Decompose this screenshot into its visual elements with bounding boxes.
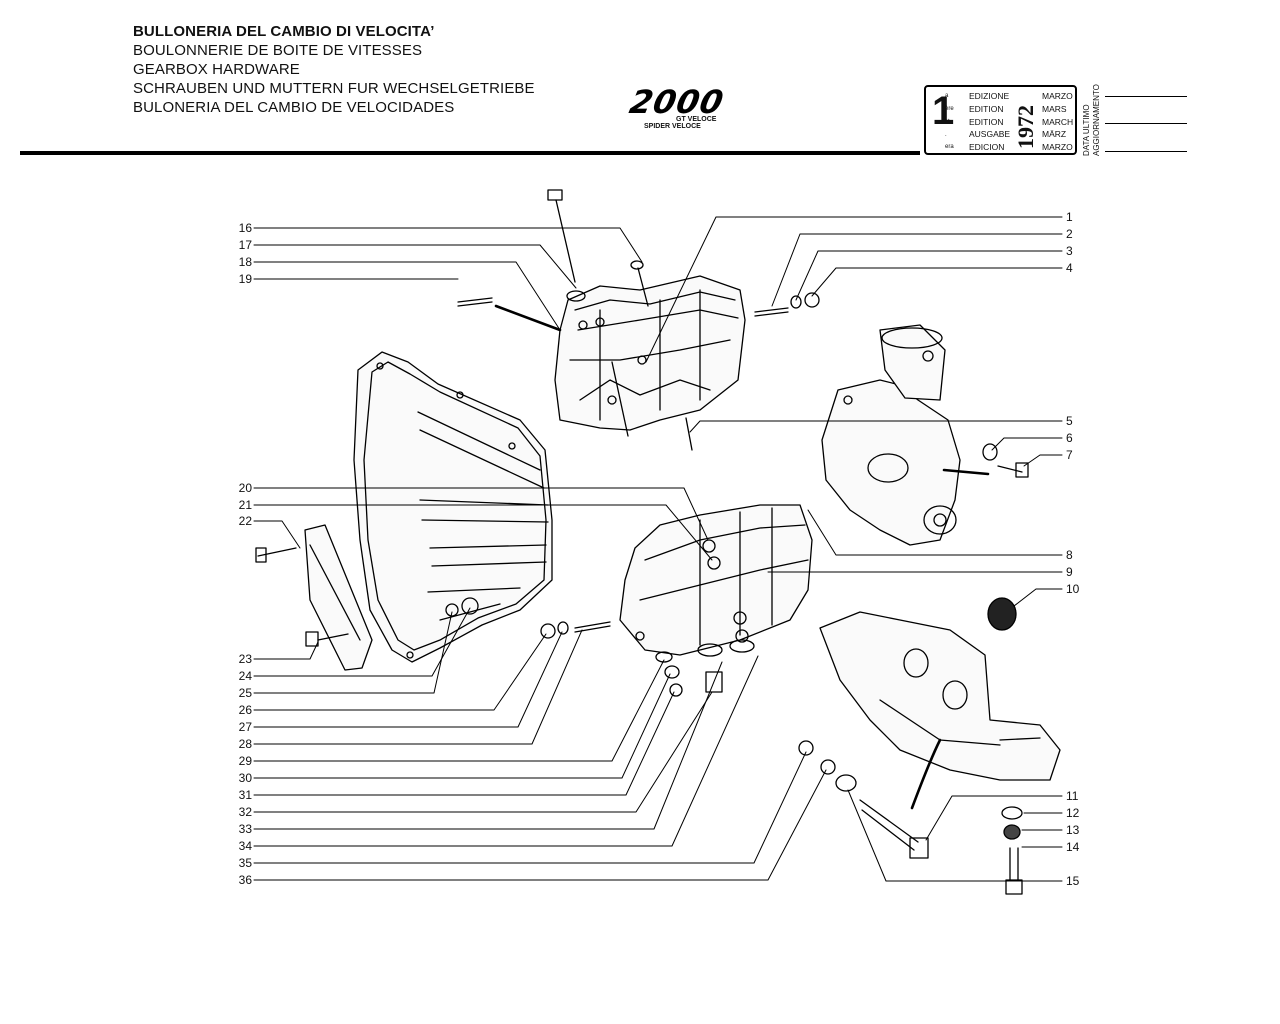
callout-number: 12: [1066, 806, 1080, 820]
callout-number: 16: [238, 221, 252, 235]
edition-word: AUSGABE: [969, 129, 1011, 139]
callout-number: 1: [1066, 210, 1073, 224]
title-english: GEARBOX HARDWARE: [133, 61, 300, 78]
callout-number: 8: [1066, 548, 1073, 562]
logo-line-spider-veloce: SPIDER VELOCE: [644, 123, 701, 130]
edition-month: MARS: [1042, 104, 1067, 114]
update-line: [1105, 151, 1187, 152]
callout-number: 17: [238, 238, 252, 252]
edition-word: EDITION: [969, 117, 1004, 127]
fasteners: [255, 189, 1029, 895]
callout-number: 14: [1066, 840, 1080, 854]
edition-suffix: st: [945, 119, 950, 125]
callout-number: 3: [1066, 244, 1073, 258]
callout-number: 15: [1066, 874, 1080, 888]
callout-number: 6: [1066, 431, 1073, 445]
edition-number: 1: [932, 89, 955, 133]
callout-number: 18: [238, 255, 252, 269]
edition-month: MARCH: [1042, 117, 1074, 127]
leader-lines: [253, 216, 1063, 882]
update-line: [1105, 123, 1187, 124]
callout-number: 31: [238, 788, 252, 802]
callout-number: 26: [238, 703, 252, 717]
callout-number: 33: [238, 822, 252, 836]
callout-number: 24: [238, 669, 252, 683]
callout-number: 20: [238, 481, 252, 495]
callout-number: 9: [1066, 565, 1073, 579]
callout-number: 22: [238, 514, 252, 528]
callout-number: 30: [238, 771, 252, 785]
clutch-housing: [353, 351, 553, 663]
callout-number: 25: [238, 686, 252, 700]
edition-word: EDITION: [969, 104, 1004, 114]
title-italian: BULLONERIA DEL CAMBIO DI VELOCITA’: [133, 23, 435, 40]
callout-number: 11: [1066, 789, 1079, 803]
callout-number: 28: [238, 737, 252, 751]
callout-number: 27: [238, 720, 252, 734]
title-french: BOULONNERIE DE BOITE DE VITESSES: [133, 42, 423, 59]
header-rule: [20, 151, 920, 155]
callout-number: 5: [1066, 414, 1073, 428]
gearbox-case: [619, 504, 813, 656]
title-spanish: BULONERIA DEL CAMBIO DE VELOCIDADES: [133, 99, 455, 116]
callout-number: 23: [238, 652, 252, 666]
callout-number: 19: [238, 272, 252, 286]
callout-number: 34: [238, 839, 252, 853]
page-titles: BULLONERIA DEL CAMBIO DI VELOCITA’ BOULO…: [133, 22, 535, 117]
edition-month: MARZO: [1042, 91, 1073, 101]
rear-extension-housing: [821, 324, 961, 546]
callout-number: 21: [238, 498, 252, 512]
callout-number: 7: [1066, 448, 1073, 462]
assembly-arrows: [494, 304, 990, 810]
edition-suffix: era: [945, 144, 954, 150]
callout-number: 36: [238, 873, 252, 887]
callout-number: 32: [238, 805, 252, 819]
edition-suffix: a: [945, 93, 949, 99]
edition-word: EDIZIONE: [969, 91, 1010, 101]
title-german: SCHRAUBEN UND MUTTERN FUR WECHSELGETRIEB…: [133, 80, 535, 97]
callout-number: 13: [1066, 823, 1080, 837]
logo-line-gt-veloce: GT VELOCE: [676, 116, 717, 123]
edition-box: 1 a ère st . era EDIZIONE EDITION EDITIO…: [924, 85, 1077, 155]
edition-month: MARZO: [1042, 142, 1073, 152]
edition-month: MÄRZ: [1042, 129, 1067, 139]
callout-number: 2: [1066, 227, 1073, 241]
update-line: [1105, 96, 1187, 97]
edition-suffix: .: [945, 132, 947, 138]
rear-mount-plate: [304, 524, 373, 671]
callout-number: 29: [238, 754, 252, 768]
edition-suffix: ère: [945, 106, 954, 112]
callout-number: 35: [238, 856, 252, 870]
callout-number: 4: [1066, 261, 1073, 275]
model-logo: 2000 GT VELOCE SPIDER VELOCE: [612, 83, 742, 130]
callout-number: 10: [1066, 582, 1080, 596]
gearbox-support-bracket: [819, 611, 1061, 781]
edition-word: EDICION: [969, 142, 1005, 152]
